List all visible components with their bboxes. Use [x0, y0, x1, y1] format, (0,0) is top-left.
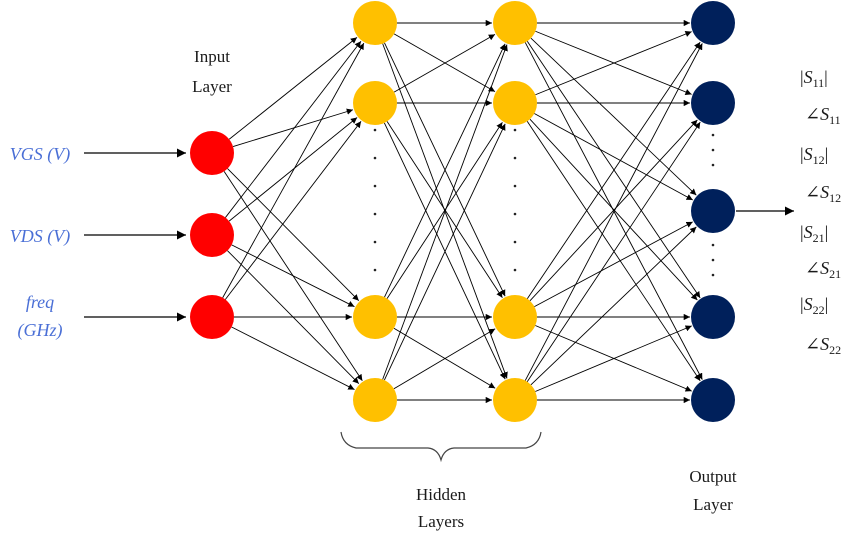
edge-hidden2-1-to-output-3 — [529, 118, 698, 301]
input-node-0 — [190, 131, 234, 175]
hidden2-ellipsis-dot-0 — [513, 128, 517, 132]
hidden2-ellipsis-dot-4 — [513, 240, 517, 244]
output-label-s21-mag: |S21| — [800, 222, 828, 245]
hidden1-node-1 — [353, 81, 397, 125]
edge-input-1-to-hidden1-0 — [225, 40, 362, 218]
edge-hidden1-3-to-hidden2-0 — [382, 44, 508, 380]
edge-hidden2-1-to-output-2 — [534, 113, 694, 201]
output-label-s22-mag: |S22| — [800, 294, 828, 317]
output-label-s12-mag: |S12| — [800, 144, 828, 167]
edge-hidden2-1-to-output-4 — [526, 121, 701, 382]
edge-input-0-to-hidden1-0 — [228, 36, 358, 140]
edge-input-2-to-hidden1-1 — [224, 121, 362, 300]
output-node-4 — [691, 378, 735, 422]
output-node-1 — [691, 81, 735, 125]
edge-hidden2-0-to-output-3 — [526, 40, 701, 299]
edge-hidden2-2-to-output-0 — [526, 41, 701, 300]
hidden1-ellipsis-dot-1 — [373, 156, 377, 160]
output-ellipsis-dot-1 — [711, 148, 715, 152]
hidden2-ellipsis-dot-5 — [513, 268, 517, 272]
edge-hidden2-3-to-output-1 — [526, 121, 701, 382]
output-ellipsis-dot-0 — [711, 133, 715, 137]
output-label-s11-angle: ∠S11 — [805, 104, 841, 127]
hidden1-node-2 — [353, 295, 397, 339]
edge-hidden2-3-to-output-0 — [524, 43, 703, 381]
hidden-layers-label-line2: Layers — [418, 512, 464, 531]
input-label-vgs: VGS (V) — [10, 144, 70, 165]
hidden1-node-0 — [353, 1, 397, 45]
hidden1-ellipsis-dot-0 — [373, 128, 377, 132]
edge-hidden1-2-to-hidden2-1 — [386, 122, 503, 299]
hidden1-node-3 — [353, 378, 397, 422]
output-node-3 — [691, 295, 735, 339]
output-layer-label-line1: Output — [689, 467, 737, 486]
hidden1-ellipsis-dot-5 — [373, 268, 377, 272]
ellipsis-dots — [373, 128, 715, 277]
output-label-s21-angle: ∠S21 — [805, 258, 841, 281]
hidden2-ellipsis-dot-2 — [513, 184, 517, 188]
output-label-s11-mag: |S11| — [800, 67, 828, 90]
edge-input-0-to-hidden1-2 — [227, 168, 360, 302]
input-node-1 — [190, 213, 234, 257]
edge-hidden1-2-to-hidden2-0 — [384, 43, 506, 298]
hidden2-ellipsis-dot-1 — [513, 156, 517, 160]
edge-input-2-to-hidden1-0 — [222, 42, 365, 298]
hidden1-ellipsis-dot-2 — [373, 184, 377, 188]
edge-hidden2-1-to-output-0 — [535, 31, 692, 96]
output-labels: |S11| ∠S11 |S12| ∠S12 |S21| ∠S21 |S22| ∠… — [800, 67, 841, 357]
output-label-s12-angle: ∠S12 — [805, 182, 841, 205]
edge-hidden1-1-to-hidden2-0 — [393, 34, 496, 93]
edge-hidden2-2-to-output-1 — [529, 119, 698, 302]
edge-hidden2-0-to-output-2 — [530, 37, 697, 196]
edge-hidden1-3-to-hidden2-2 — [393, 328, 496, 390]
output-node-0 — [691, 1, 735, 45]
output-ellipsis-dot-5 — [711, 273, 715, 277]
input-label-freq: freq — [26, 292, 54, 312]
input-label-freq-unit: (GHz) — [18, 320, 63, 341]
output-label-s22-angle: ∠S22 — [805, 334, 841, 357]
hidden2-node-0 — [493, 1, 537, 45]
network-nodes — [190, 1, 735, 422]
input-label-vds: VDS (V) — [10, 226, 70, 247]
hidden1-ellipsis-dot-3 — [373, 212, 377, 216]
edge-hidden2-3-to-output-3 — [535, 325, 692, 392]
hidden2-node-3 — [493, 378, 537, 422]
hidden-layers-brace — [340, 431, 542, 463]
hidden2-node-1 — [493, 81, 537, 125]
edge-input-1-to-hidden1-1 — [228, 117, 358, 222]
input-layer-label-line2: Layer — [192, 77, 232, 96]
hidden1-ellipsis-dot-4 — [373, 240, 377, 244]
edge-input-2-to-hidden1-3 — [231, 326, 355, 390]
input-layer-label-line1: Input — [194, 47, 230, 66]
edge-hidden1-1-to-hidden2-2 — [386, 121, 503, 298]
output-node-2 — [691, 189, 735, 233]
output-ellipsis-dot-3 — [711, 243, 715, 247]
hidden2-ellipsis-dot-3 — [513, 212, 517, 216]
edge-input-0-to-hidden1-1 — [232, 108, 354, 147]
connection-edges — [222, 19, 703, 404]
input-node-2 — [190, 295, 234, 339]
edge-hidden1-3-to-hidden2-1 — [383, 123, 506, 381]
edge-hidden2-2-to-output-2 — [534, 221, 693, 308]
edge-hidden2-3-to-output-2 — [530, 226, 697, 386]
hidden-layers-label-line1: Hidden — [416, 485, 467, 504]
hidden2-node-2 — [493, 295, 537, 339]
output-layer-label-line2: Layer — [693, 495, 733, 514]
output-ellipsis-dot-4 — [711, 258, 715, 262]
output-ellipsis-dot-2 — [711, 163, 715, 167]
edge-input-1-to-hidden1-2 — [231, 244, 355, 308]
